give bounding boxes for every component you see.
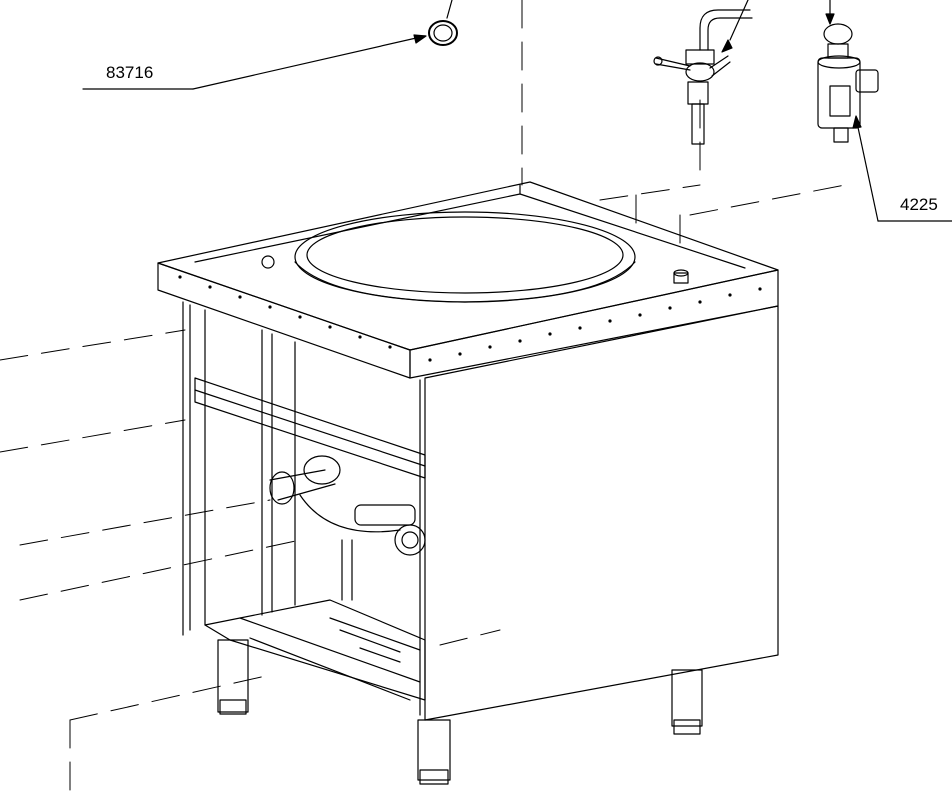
bottom-tray — [204, 599, 426, 701]
basin — [261, 211, 689, 303]
left-frame — [182, 301, 426, 716]
right-side-panel — [424, 305, 779, 721]
cap-part — [428, 0, 458, 46]
part-number-label: 83716 — [106, 63, 154, 82]
part-number-label: 4225 — [900, 195, 938, 214]
legs — [217, 639, 703, 785]
assembly-axis-lines — [0, 0, 846, 796]
valve-part — [817, 0, 879, 143]
rivet-dots — [178, 275, 762, 362]
tap-part — [653, 0, 753, 145]
burner-assembly — [269, 455, 426, 601]
callout-83716 — [82, 34, 427, 90]
top-frame — [157, 181, 779, 379]
